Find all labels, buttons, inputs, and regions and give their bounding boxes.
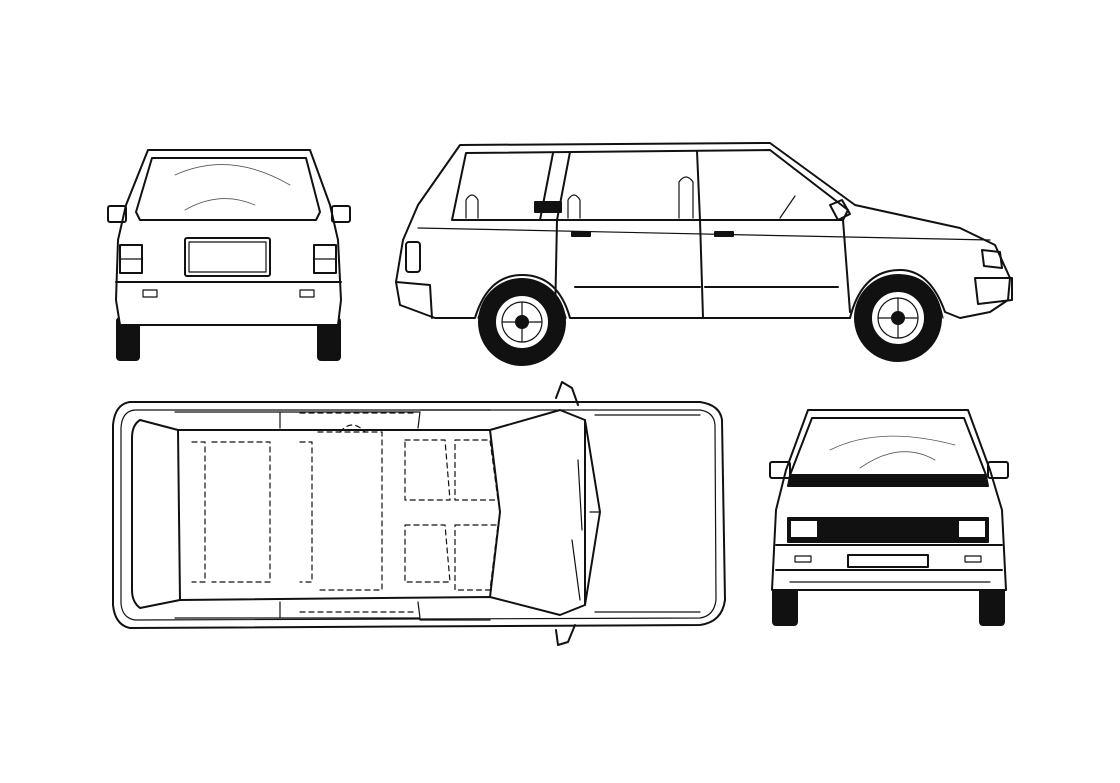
side-view-rear-wheel bbox=[478, 278, 566, 366]
side-view-front-bumper bbox=[974, 277, 1013, 305]
rear-view-window bbox=[135, 157, 321, 221]
side-view-mirror bbox=[829, 199, 851, 221]
front-view-right-mirror bbox=[987, 461, 1009, 479]
side-view bbox=[395, 142, 1013, 366]
side-view-front-wheel bbox=[854, 274, 942, 362]
front-view-left-headlight bbox=[789, 519, 819, 539]
top-view bbox=[112, 381, 726, 646]
front-view-bumper bbox=[775, 544, 1003, 571]
front-view-left-mirror bbox=[769, 461, 791, 479]
top-view-windshield bbox=[489, 429, 501, 598]
front-view-grille bbox=[787, 517, 989, 543]
rear-view-left-mirror bbox=[107, 205, 127, 223]
side-view-rear-light bbox=[405, 241, 421, 273]
side-view-front-door bbox=[842, 219, 851, 313]
top-view-rear-glass bbox=[131, 419, 181, 609]
top-view-lower-mirror bbox=[555, 624, 576, 646]
rear-view-license-plate bbox=[184, 237, 271, 277]
top-view-body bbox=[112, 401, 726, 629]
top-view-upper-mirror bbox=[555, 381, 579, 406]
rear-view bbox=[107, 149, 351, 361]
top-view-hood bbox=[594, 414, 701, 613]
front-view-license-plate bbox=[847, 554, 929, 568]
side-view-headlight bbox=[981, 249, 1003, 269]
side-view-a-pillar bbox=[696, 150, 701, 221]
front-view-right-headlight bbox=[957, 519, 987, 539]
rear-view-right-mirror bbox=[331, 205, 351, 223]
front-view bbox=[769, 409, 1009, 626]
side-view-windows bbox=[451, 149, 849, 221]
side-view-body bbox=[395, 142, 1011, 319]
top-view-interior bbox=[191, 412, 499, 613]
